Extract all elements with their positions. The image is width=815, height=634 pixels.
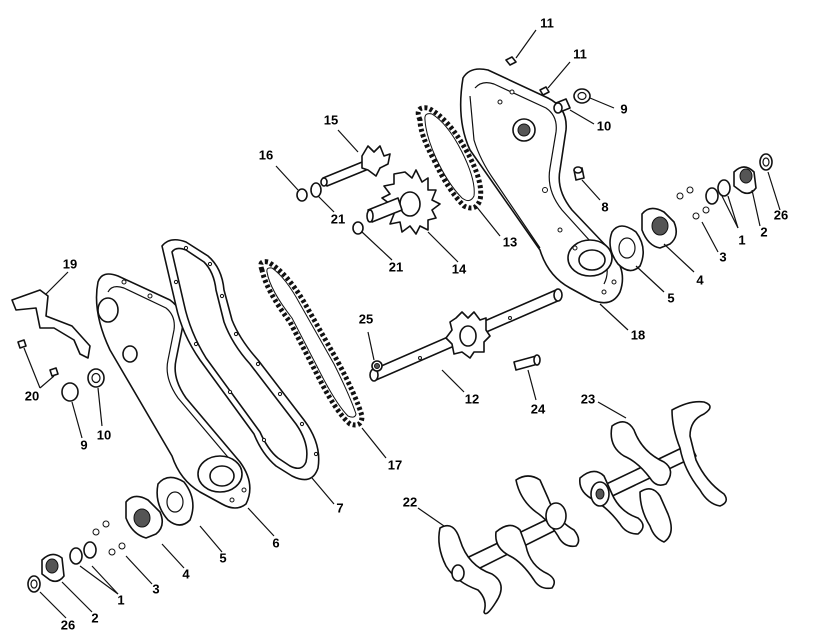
callout-14: 14 — [452, 261, 467, 276]
callout-18: 18 — [631, 327, 645, 342]
callout-11-top: 11 — [540, 15, 554, 30]
bolts-20 — [17, 339, 59, 377]
tine-assembly-22 — [438, 475, 580, 615]
callout-3-right: 3 — [719, 249, 726, 264]
callout-23: 23 — [581, 391, 595, 406]
callout-12: 12 — [465, 391, 479, 406]
bracket-19 — [11, 289, 91, 359]
callout-24: 24 — [531, 401, 546, 416]
upper-chain — [415, 105, 484, 211]
callout-26-left: 26 — [61, 617, 75, 632]
callout-2-right: 2 — [760, 224, 767, 239]
washers-21 — [296, 182, 364, 235]
input-shaft — [320, 145, 391, 187]
bushings-9-10 — [553, 88, 591, 114]
callout-4-left: 4 — [182, 566, 190, 581]
left-chain-case — [95, 273, 251, 509]
callout-25: 25 — [359, 311, 373, 326]
callout-3-left: 3 — [152, 581, 159, 596]
callout-8: 8 — [601, 199, 608, 214]
callout-10-right: 10 — [597, 118, 611, 133]
leader-lines — [23, 29, 781, 619]
callout-labels: 11 11 9 10 15 16 21 21 14 13 8 26 2 1 3 … — [25, 15, 788, 632]
callout-5-left: 5 — [219, 550, 226, 565]
upper-chain-case — [459, 68, 624, 304]
callout-19: 19 — [63, 256, 77, 271]
callout-15: 15 — [324, 112, 338, 127]
pin-8 — [573, 166, 585, 181]
bolt-25 — [371, 360, 383, 372]
callout-20: 20 — [25, 388, 39, 403]
callout-1-right: 1 — [738, 232, 745, 247]
callout-16: 16 — [259, 147, 273, 162]
callout-9-left: 9 — [80, 437, 87, 452]
callout-26-right: 26 — [774, 207, 788, 222]
left-bearing-stack — [27, 476, 194, 593]
callout-13: 13 — [503, 234, 517, 249]
callout-17: 17 — [388, 457, 402, 472]
lower-chain — [258, 259, 365, 428]
callout-21-upper: 21 — [331, 211, 345, 226]
callout-5-right: 5 — [667, 290, 674, 305]
bolts-11 — [505, 56, 550, 96]
drive-shaft-12 — [369, 288, 563, 382]
gasket-7 — [161, 238, 320, 481]
pin-24 — [513, 354, 541, 371]
callout-10-left: 10 — [97, 427, 111, 442]
callout-21-lower: 21 — [389, 259, 403, 274]
sprocket-14 — [366, 169, 441, 235]
callout-7: 7 — [336, 500, 343, 515]
callout-2-left: 2 — [91, 610, 98, 625]
callout-11-second: 11 — [573, 46, 587, 61]
callout-22: 22 — [403, 494, 417, 509]
tine-assembly-23 — [578, 400, 728, 543]
bushings-left-9-10 — [61, 368, 105, 402]
callout-4-right: 4 — [696, 272, 704, 287]
callout-9-right: 9 — [620, 101, 627, 116]
right-bearing-stack — [609, 153, 773, 272]
callout-6: 6 — [272, 535, 279, 550]
callout-1-left: 1 — [117, 592, 124, 607]
